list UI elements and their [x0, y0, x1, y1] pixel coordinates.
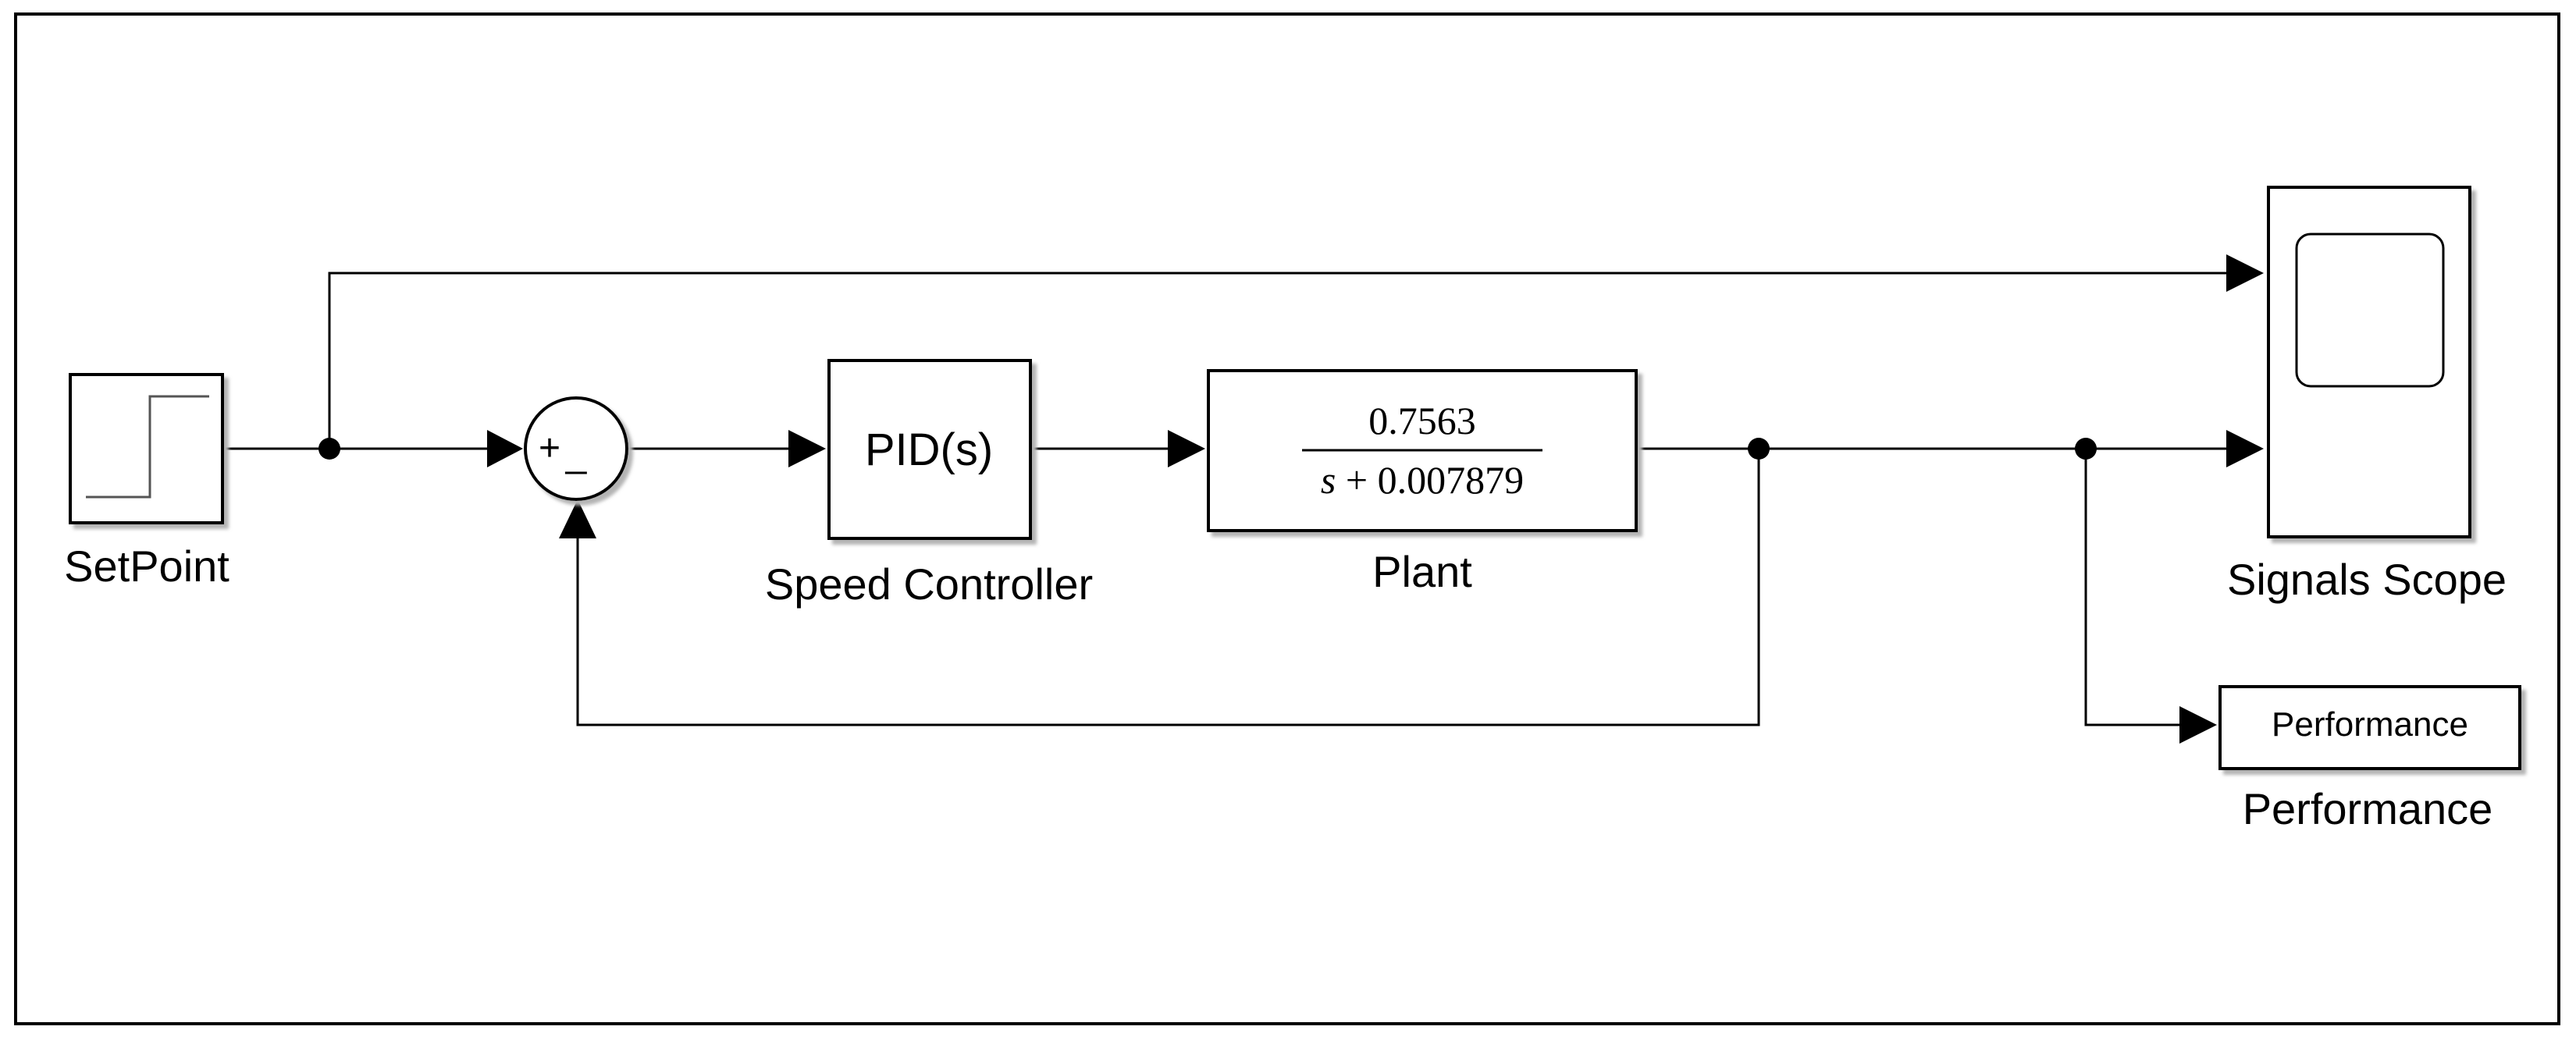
signals-scope-label: Signals Scope [2227, 555, 2507, 604]
plant-denominator: s + 0.007879 [1321, 458, 1524, 502]
speed-controller-block[interactable]: PID(s) Speed Controller [765, 359, 1093, 609]
scope-screen-icon [2295, 233, 2445, 388]
sum-block[interactable]: + _ [524, 396, 628, 501]
speed-controller-label: Speed Controller [765, 559, 1093, 609]
arrow-into-controller [788, 430, 826, 467]
signals-scope-block[interactable]: Signals Scope [2227, 186, 2507, 604]
branch-point-feedback [1748, 438, 1770, 460]
plant-numerator: 0.7563 [1368, 399, 1476, 442]
pid-text: PID(s) [865, 424, 993, 475]
arrow-into-sum [487, 430, 523, 467]
arrowheads [487, 254, 2264, 744]
plant-denominator-variable: s [1321, 458, 1336, 502]
arrow-into-sum-feedback [559, 499, 596, 538]
diagram-frame [14, 12, 2560, 1025]
plant-block[interactable]: 0.7563 s + 0.007879 Plant [1207, 369, 1638, 596]
sum-minus-sign: _ [565, 434, 588, 475]
arrow-into-plant [1168, 430, 1205, 467]
performance-block[interactable]: Performance Performance [2218, 685, 2521, 833]
arrow-into-performance [2179, 706, 2217, 744]
wire-setpoint-to-scope [328, 272, 2231, 449]
wire-feedback [576, 449, 1760, 726]
performance-block-text: Performance [2272, 705, 2468, 744]
setpoint-block[interactable]: SetPoint [64, 373, 229, 591]
sum-plus-sign: + [539, 428, 560, 469]
arrow-into-scope-1 [2226, 254, 2264, 292]
step-signal-icon [86, 395, 209, 499]
setpoint-label: SetPoint [64, 542, 229, 591]
plant-denominator-constant: + 0.007879 [1336, 458, 1524, 502]
performance-label: Performance [2243, 784, 2493, 833]
plant-label: Plant [1372, 547, 1472, 596]
branch-point-setpoint [318, 438, 340, 460]
branch-points [318, 438, 2097, 460]
branch-point-performance [2075, 438, 2097, 460]
arrow-into-scope-2 [2226, 430, 2264, 467]
signal-wires [225, 272, 2231, 726]
wire-to-performance [2084, 449, 2184, 726]
